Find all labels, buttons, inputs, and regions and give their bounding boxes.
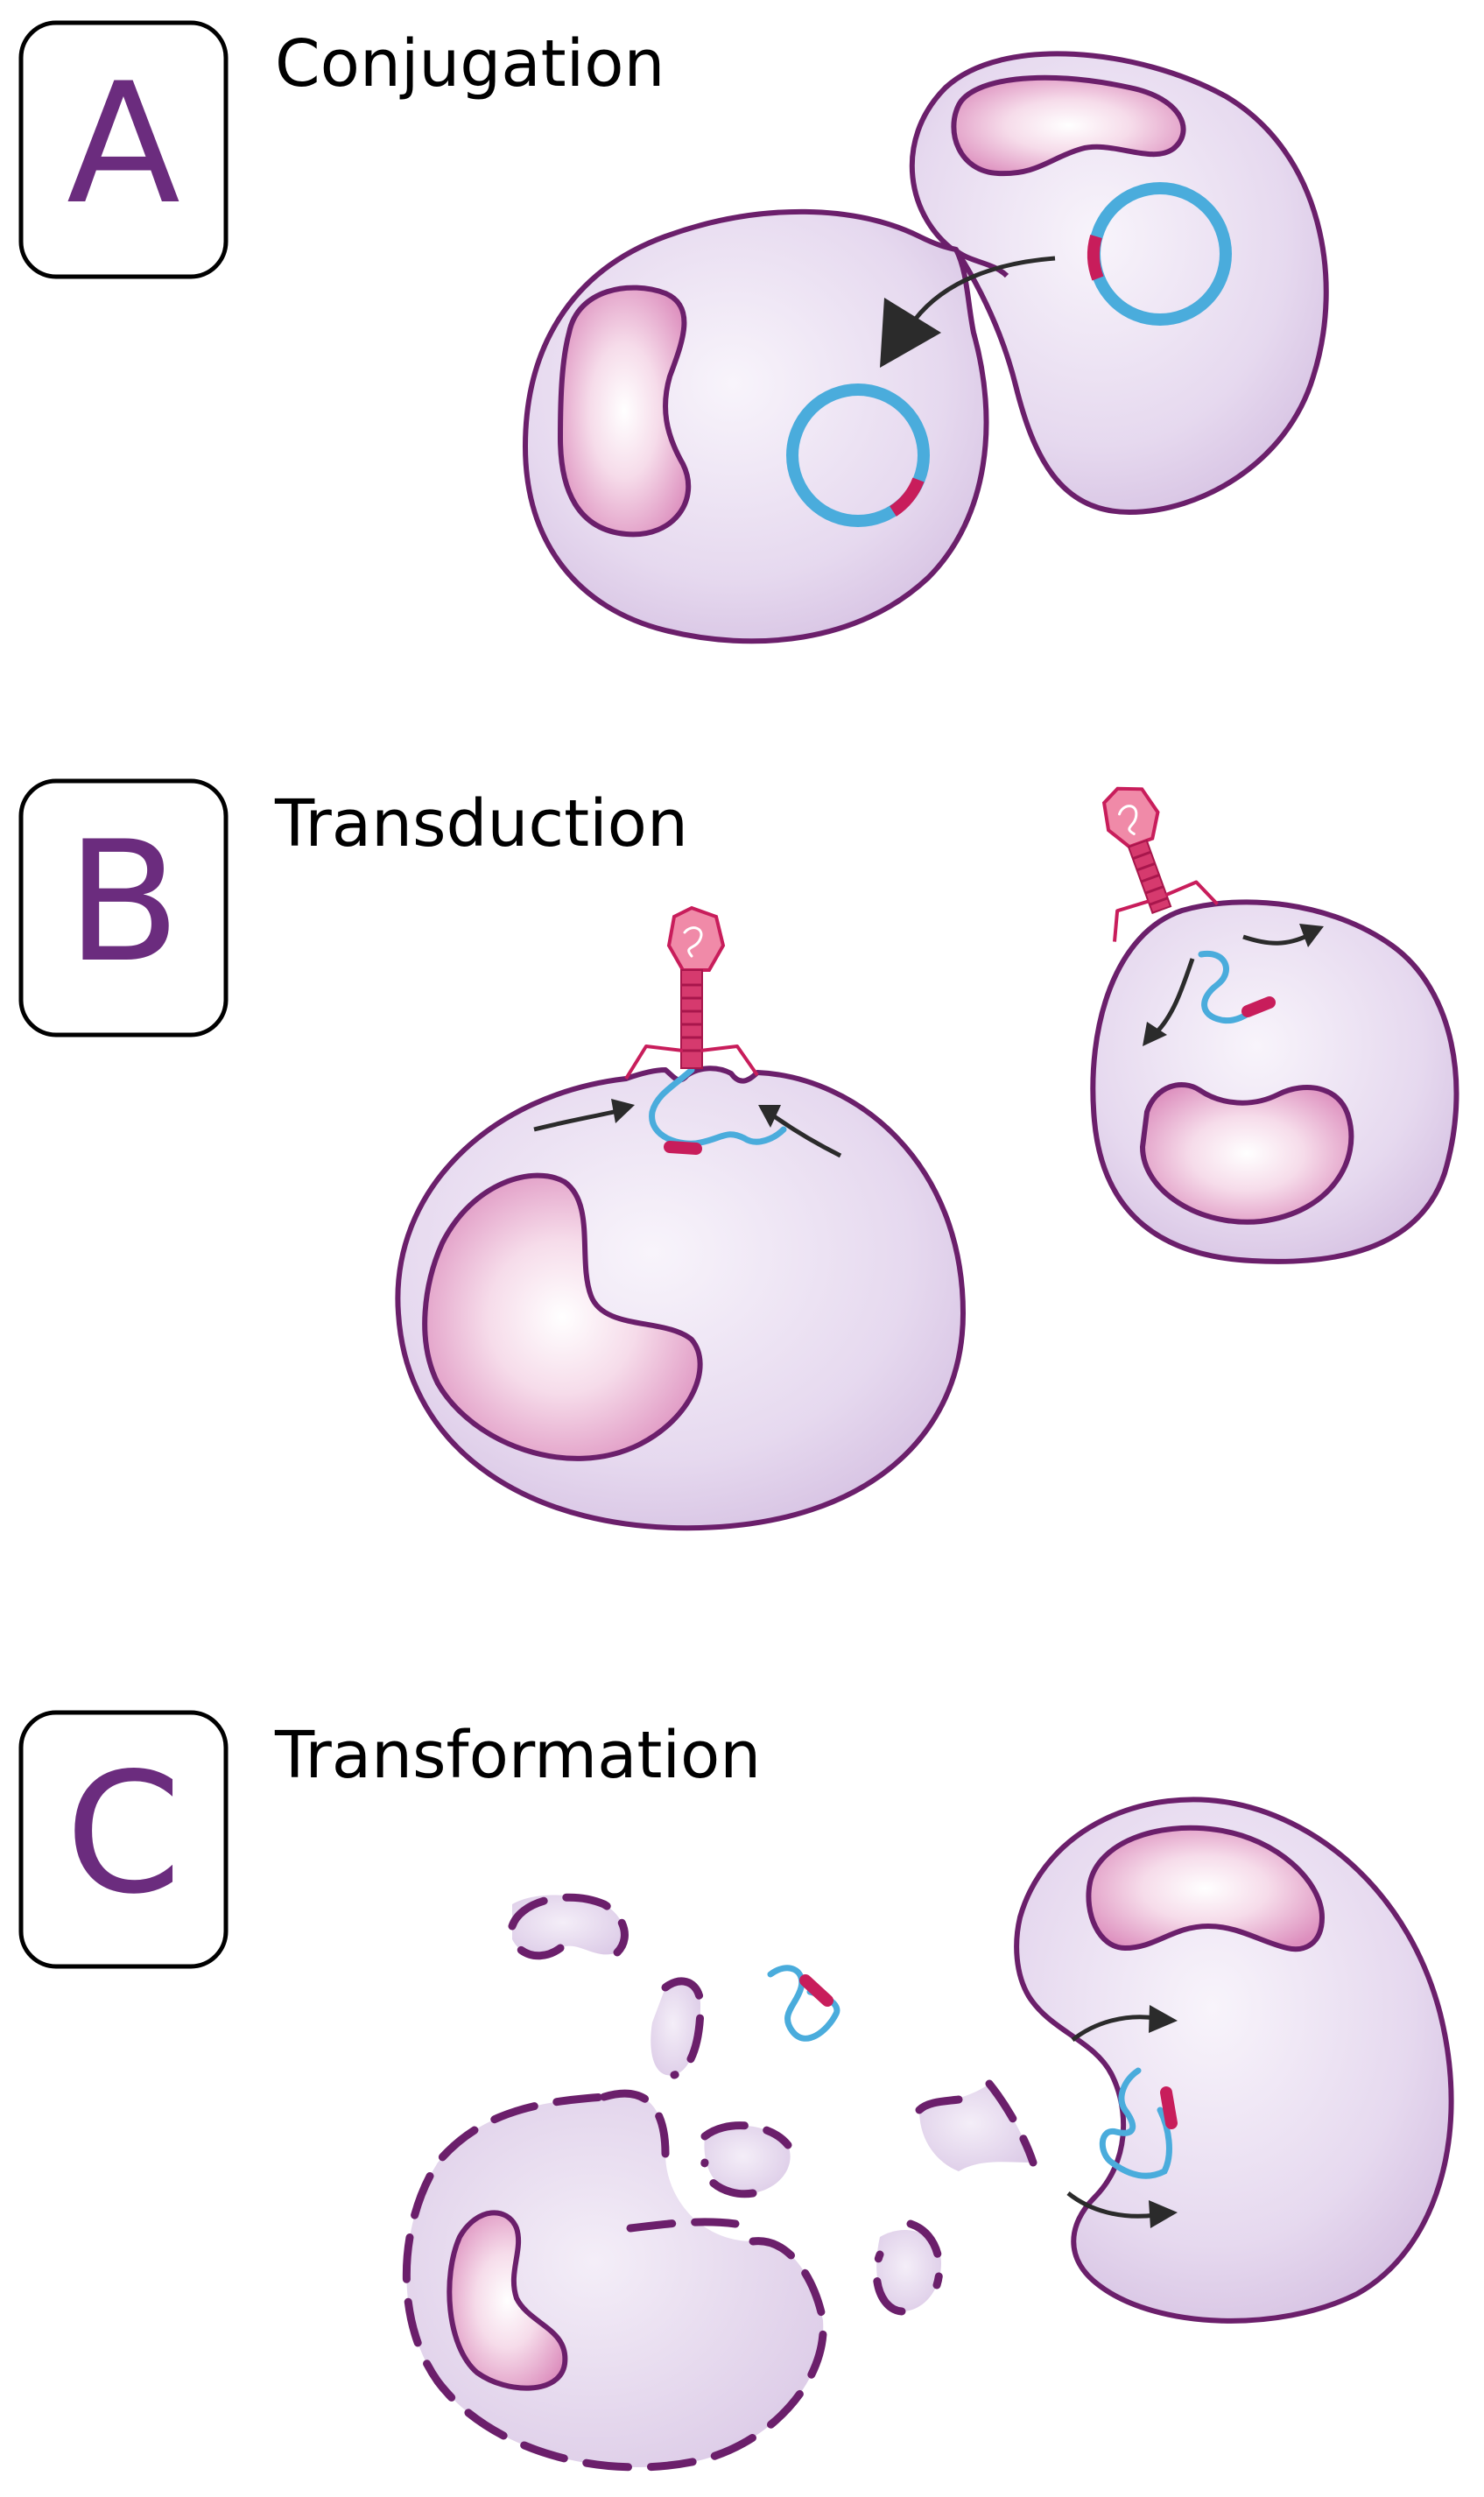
spread-arrow-left bbox=[1154, 958, 1195, 1035]
panel-c-letter: C bbox=[66, 1737, 182, 1931]
host-dna-fragment-b2 bbox=[1198, 950, 1260, 1024]
free-dna-fragment bbox=[767, 1965, 840, 2042]
entry-arrowhead-right bbox=[758, 1105, 781, 1128]
panel-b-letter: B bbox=[67, 805, 180, 999]
phage-tail-b2 bbox=[1127, 839, 1172, 914]
panel-c-label-box bbox=[18, 1710, 229, 1969]
panel-b-label-box bbox=[18, 778, 229, 1037]
entry-arrowhead-left bbox=[611, 1099, 635, 1123]
uptake-arrowhead-upper bbox=[1149, 2005, 1178, 2033]
entry-arrow-left bbox=[533, 1108, 622, 1132]
uptake-arrow-upper bbox=[1071, 2015, 1157, 2042]
cell-debris-1 bbox=[512, 1895, 625, 1956]
panel-c-title: Transformation bbox=[274, 1718, 761, 1793]
uptake-arrowhead-lower bbox=[1149, 2200, 1178, 2228]
competent-cell-nucleoid bbox=[1086, 1825, 1325, 1952]
entry-arrow-right bbox=[769, 1111, 842, 1158]
plasmid-transfer-arrowhead bbox=[880, 298, 941, 368]
panel-b-title: Transduction bbox=[274, 786, 688, 862]
lysed-cell-membrane bbox=[402, 2089, 827, 2472]
infected-cell-nucleoid bbox=[422, 1172, 703, 1461]
phage-tail-fibers-b1 bbox=[624, 1045, 759, 1080]
recipient-nucleoid bbox=[558, 285, 692, 538]
bacteriophage-b2 bbox=[1101, 786, 1219, 942]
spread-arrowhead-left bbox=[1143, 1022, 1167, 1046]
panel-b: B Transduction bbox=[18, 778, 1459, 1531]
gene-marker-b2 bbox=[1241, 996, 1276, 1017]
panel-a-label-box bbox=[18, 20, 229, 279]
plasmid-transfer-arrow bbox=[913, 256, 1056, 321]
bacteriophage-b1 bbox=[624, 905, 759, 1080]
uptake-arrow-lower bbox=[1066, 2191, 1157, 2219]
phage-tail-fibers-b2 bbox=[1113, 880, 1219, 942]
transduced-cell-nucleoid bbox=[1140, 1082, 1354, 1225]
spread-arrow-right bbox=[1242, 932, 1311, 946]
cell-debris-5 bbox=[919, 2084, 1033, 2171]
gene-marker-b1 bbox=[664, 1141, 702, 1155]
phage-capsid-b2 bbox=[1101, 786, 1160, 849]
phage-capsid-b1 bbox=[666, 905, 726, 972]
panel-c: C Transformation bbox=[18, 1710, 1454, 2472]
donor-plasmid-gene bbox=[1087, 235, 1104, 281]
spread-arrowhead-right bbox=[1299, 924, 1324, 947]
recipient-plasmid-gene bbox=[889, 477, 925, 517]
recipient-plasmid bbox=[786, 383, 930, 527]
panel-a: A Conjugation bbox=[18, 20, 1329, 644]
donor-nucleoid bbox=[951, 74, 1186, 177]
lysed-cell-nucleoid bbox=[447, 2210, 568, 2391]
incoming-dna-strand bbox=[1099, 2067, 1172, 2179]
free-dna-gene-marker bbox=[799, 1974, 833, 2007]
incoming-dna-gene-marker bbox=[1160, 2086, 1178, 2129]
cell-debris-4 bbox=[876, 2229, 941, 2311]
cell-debris-3 bbox=[704, 2125, 791, 2194]
cell-debris-2 bbox=[651, 1980, 700, 2076]
panel-a-title: Conjugation bbox=[275, 26, 665, 102]
panel-a-letter: A bbox=[67, 47, 180, 241]
